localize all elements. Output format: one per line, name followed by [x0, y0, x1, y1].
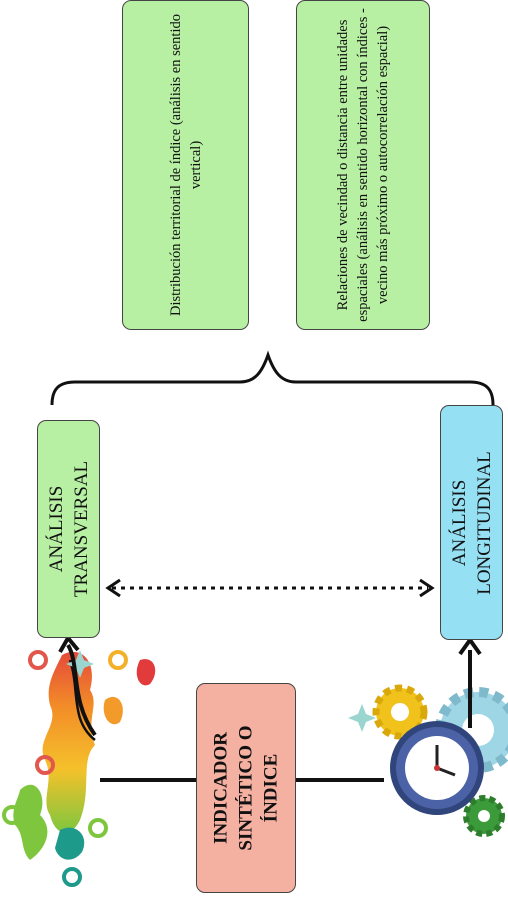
distribucion-territorial-box: Distribución territorial de índice (anál…	[122, 0, 249, 330]
map-pin-icon	[62, 867, 82, 887]
map-pin-icon	[28, 650, 48, 670]
map-pin-icon	[2, 805, 22, 825]
curly-brace	[50, 350, 495, 406]
continent-shape	[55, 827, 85, 860]
box-label: INDICADOR	[210, 732, 232, 844]
box-label: ANÁLISIS	[448, 479, 470, 566]
connector-line	[66, 643, 97, 737]
gears-with-clock-icon	[348, 684, 508, 837]
arrowhead	[105, 578, 121, 598]
box-label: LONGITUDINAL	[473, 450, 495, 595]
continent-shape	[42, 651, 95, 833]
world-map-with-pins-icon	[2, 650, 156, 887]
arrowhead	[419, 578, 435, 598]
sparkle-icon	[66, 650, 94, 678]
sparkle-icon	[348, 704, 376, 732]
arrowhead	[458, 636, 482, 656]
box-label: ANÁLISIS	[45, 485, 67, 573]
map-pin-icon	[35, 755, 55, 775]
continent-shape	[103, 696, 123, 725]
box-label: TRANSVERSAL	[70, 460, 92, 598]
analisis-longitudinal-box: ANÁLISIS LONGITUDINAL	[440, 405, 503, 640]
analisis-transversal-box: ANÁLISIS TRANSVERSAL	[37, 420, 100, 638]
continent-shape	[13, 784, 48, 860]
map-pin-icon	[108, 650, 128, 670]
indicador-sintetico-box: INDICADOR SINTÉTICO O ÍNDICE	[196, 683, 296, 893]
continent-shape	[136, 659, 156, 686]
relaciones-vecindad-box: Relaciones de vecindad o distancia entre…	[296, 0, 430, 330]
box-label: ÍNDICE	[260, 753, 282, 823]
map-pin-icon	[88, 818, 108, 838]
box-label: SINTÉTICO O	[235, 725, 257, 851]
box-description: Relaciones de vecindad o distancia entre…	[335, 8, 391, 322]
arrowhead	[58, 634, 80, 653]
box-description: Distribución territorial de índice (anál…	[167, 14, 204, 317]
map-route-line	[68, 659, 96, 741]
